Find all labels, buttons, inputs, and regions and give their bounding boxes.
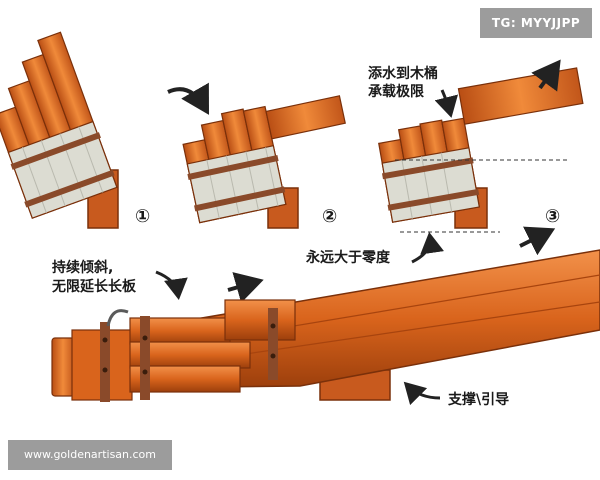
watermark-top-right: TG: MYYJJPP [480, 8, 592, 38]
bucket-step-2: ② [182, 95, 346, 229]
step-number-3: ③ [545, 206, 560, 227]
bucket-handle [106, 309, 129, 327]
tilt-label-line1: 持续倾斜, [52, 259, 113, 276]
arrow-support [403, 381, 441, 406]
watermark-bottom-left: www.goldenartisan.com [8, 440, 172, 470]
bucket-step-1: ① [0, 31, 150, 229]
support-label: 支撑\引导 [447, 391, 509, 408]
step-number-2: ② [322, 206, 337, 227]
tilt-label-line2: 无限延长长板 [51, 278, 137, 295]
arrow-right-mid [519, 226, 556, 256]
bucket-bands [100, 308, 278, 402]
arrow-tilt [155, 270, 188, 300]
arrow-right-lower [227, 272, 264, 303]
fill-limit-label-line2: 承载极限 [368, 83, 424, 100]
fill-limit-label-line1: 添水到木桶 [368, 65, 438, 82]
arrow-never-zero [411, 232, 444, 264]
arrow-fill-limit [434, 89, 459, 118]
arrow-up-right [531, 59, 561, 92]
step-number-1: ① [135, 206, 150, 227]
never-zero-label: 永远大于零度 [305, 249, 391, 266]
arrow-step1-to-step2 [167, 82, 210, 115]
bucket-extended [51, 249, 600, 402]
